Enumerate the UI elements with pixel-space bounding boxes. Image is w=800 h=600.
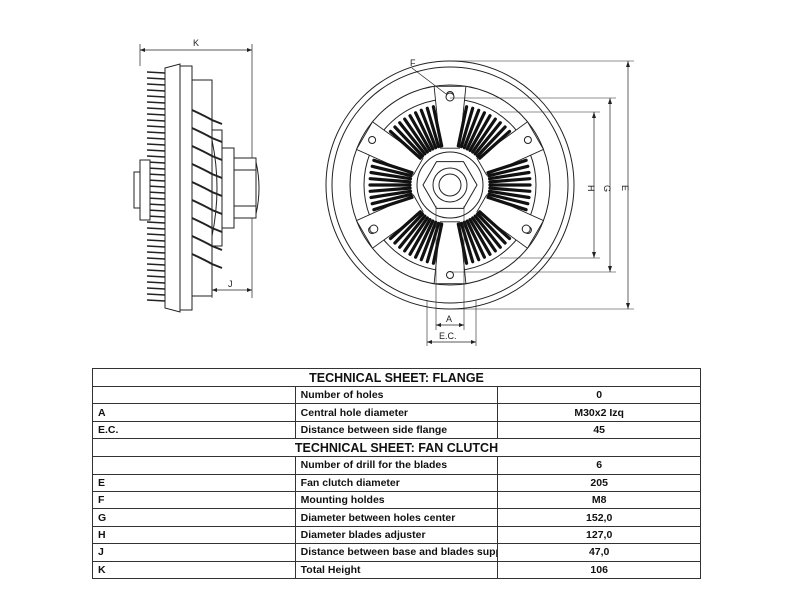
cell-desc: Central hole diameter (294, 403, 499, 422)
cell-code: K (92, 560, 296, 579)
dim-label-f: F (410, 58, 416, 68)
cell-code: E (92, 473, 296, 492)
flange-sheet-title: TECHNICAL SHEET: FLANGE (92, 368, 701, 387)
cell-desc: Distance between base and blades support (294, 543, 499, 562)
cell-value: 0 (497, 385, 701, 405)
side-view (133, 44, 260, 313)
cell-desc: Number of holes (294, 385, 499, 405)
cell-value: 6 (497, 456, 701, 475)
cell-code: J (92, 543, 296, 562)
dim-label-h: H (586, 185, 596, 192)
technical-drawing: K J (133, 38, 634, 346)
dim-label-ec: E.C. (439, 331, 457, 341)
dim-label-k: K (193, 38, 199, 48)
cell-code: H (92, 525, 296, 545)
cell-value: 127,0 (497, 525, 701, 545)
cell-value: 45 (497, 420, 701, 440)
cell-value: 152,0 (497, 508, 701, 527)
cell-desc: Diameter between holes center (294, 508, 499, 527)
cell-value: M8 (497, 490, 701, 510)
dim-label-a: A (446, 314, 452, 324)
cell-value: 47,0 (497, 543, 701, 562)
cell-value: M30x2 Izq (497, 403, 701, 422)
cell-desc: Number of drill for the blades (294, 456, 499, 475)
cell-code: A (92, 403, 296, 422)
cell-code (92, 385, 296, 405)
dim-label-j: J (228, 279, 233, 289)
dim-label-e: E (620, 185, 630, 191)
front-view (325, 60, 634, 346)
fan-clutch-sheet-title: TECHNICAL SHEET: FAN CLUTCH (92, 438, 701, 458)
cell-value: 205 (497, 473, 701, 492)
fan-clutch-sheet-header: TECHNICAL SHEET: FAN CLUTCH (92, 438, 701, 458)
cell-desc: Total Height (294, 560, 499, 579)
cell-code: F (92, 490, 296, 510)
cell-desc: Diameter blades adjuster (294, 525, 499, 545)
cell-desc: Mounting holdes (294, 490, 499, 510)
cell-code (92, 456, 296, 475)
cell-code: E.C. (92, 420, 296, 440)
cell-value: 106 (497, 560, 701, 579)
cell-desc: Distance between side flange (294, 420, 499, 440)
cell-desc: Fan clutch diameter (294, 473, 499, 492)
cell-code: G (92, 508, 296, 527)
dim-label-g: G (602, 185, 612, 192)
flange-sheet-header: TECHNICAL SHEET: FLANGE (92, 368, 701, 387)
